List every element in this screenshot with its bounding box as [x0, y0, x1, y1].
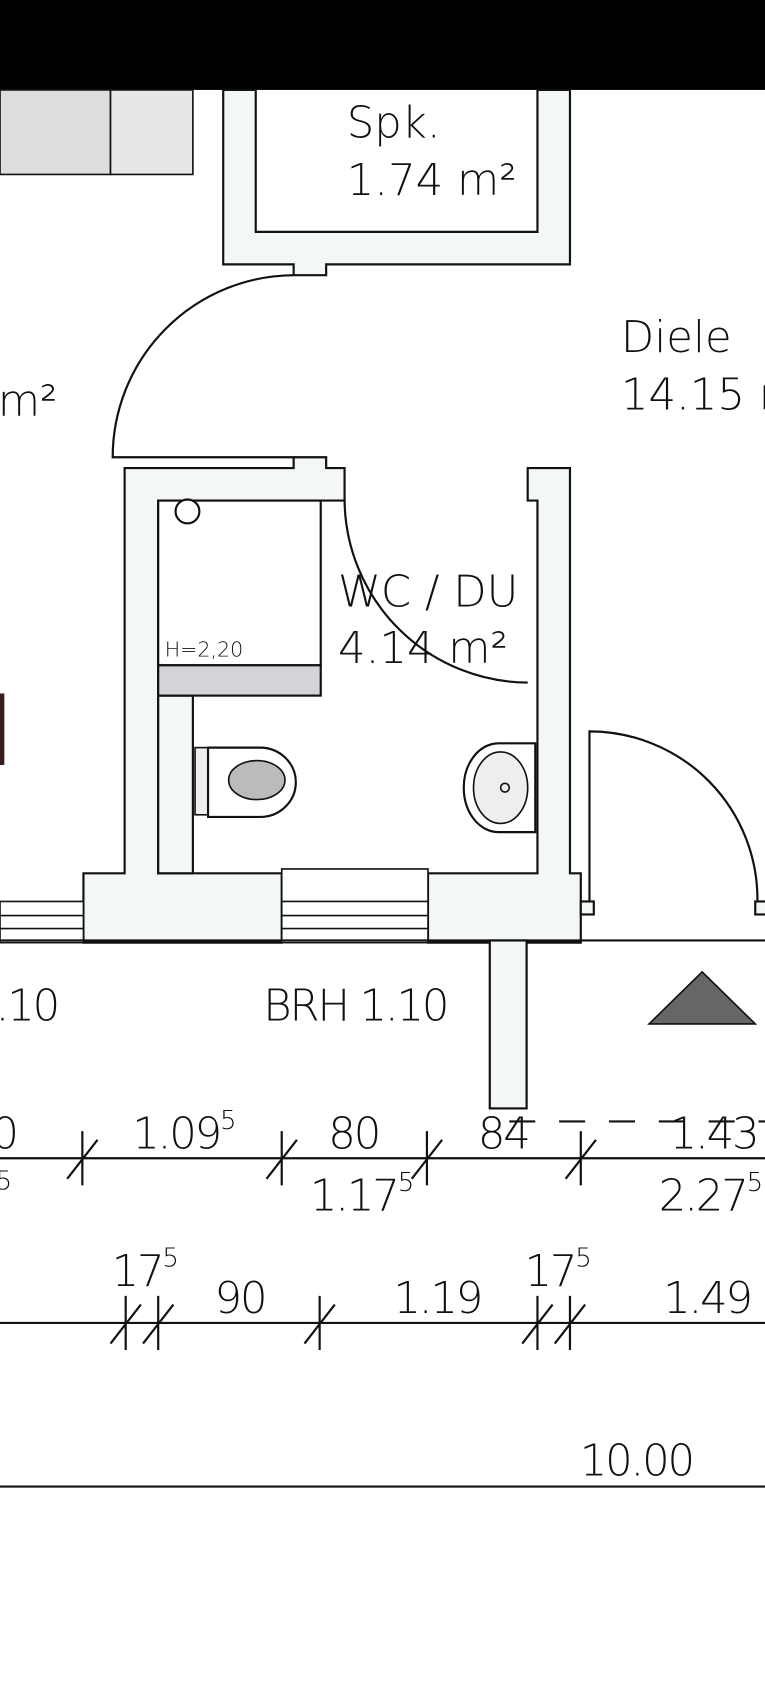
dim-r2-3: 175	[524, 1244, 589, 1298]
spk-walls	[222, 88, 572, 277]
brh-label: BRH 1.10	[263, 982, 447, 1032]
drain-icon	[174, 498, 201, 525]
spk-area: 1.74 m²	[347, 156, 517, 206]
north-marker-icon	[647, 970, 758, 1025]
window-left	[0, 900, 85, 944]
spk-name: Spk.	[347, 99, 441, 149]
door-jamb	[579, 900, 595, 916]
left-room-area: m²	[0, 377, 57, 427]
dim-r1-3: 84	[478, 1110, 529, 1160]
dim-total: 10.00	[580, 1437, 693, 1487]
toilet-icon	[194, 746, 297, 819]
dim-r2-4: 1.49	[663, 1274, 751, 1324]
cabinet	[0, 693, 5, 765]
diele-area: 14.15 m	[621, 371, 765, 421]
top-bar	[0, 0, 765, 90]
shower-height: H=2,20	[165, 638, 244, 662]
shower-tray	[157, 664, 322, 697]
wc-door-swing	[343, 500, 528, 684]
dim-r1-0: 0	[0, 1110, 17, 1160]
ticks-row1	[66, 1131, 597, 1186]
dim-r1b-0: 5	[0, 1167, 12, 1197]
sofa	[0, 89, 194, 176]
partition	[157, 694, 194, 875]
wc-area: 4.14 m²	[338, 624, 508, 674]
window-wc	[280, 868, 429, 944]
dim-r1b-2: 2.275	[659, 1168, 761, 1222]
column	[488, 939, 528, 1110]
brh-left: .10	[0, 982, 58, 1032]
dim-r1-4: 1.43	[670, 1110, 758, 1160]
sink-icon	[462, 742, 537, 834]
dim-r2-0: 175	[112, 1244, 177, 1298]
dim-r1-2: 80	[328, 1110, 379, 1160]
diele-name: Diele	[621, 313, 732, 363]
dim-r1b-1: 1.175	[310, 1168, 412, 1222]
ticks-row2	[109, 1295, 586, 1351]
wc-name: WC / DU	[338, 568, 518, 618]
dim-r1-1: 1.095	[132, 1106, 234, 1160]
shower	[157, 499, 322, 667]
dim-r2-2: 1.19	[393, 1274, 481, 1324]
dim-r2-1: 90	[215, 1274, 266, 1324]
entrance-door-swing	[588, 730, 759, 902]
door-swing	[111, 274, 294, 459]
door-jamb-right	[754, 900, 765, 916]
